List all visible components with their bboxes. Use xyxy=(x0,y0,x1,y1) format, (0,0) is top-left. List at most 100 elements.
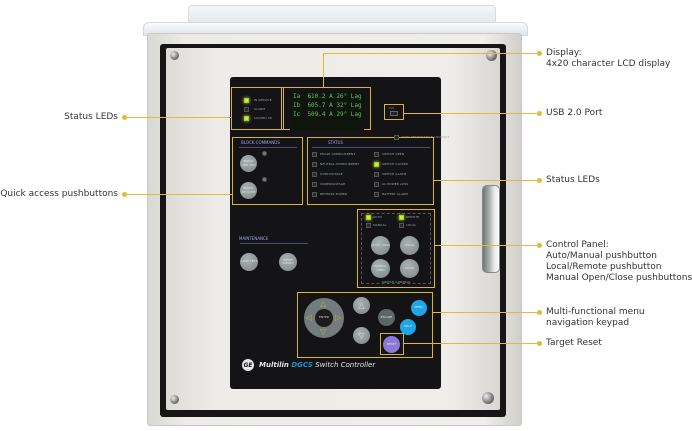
lamp-test-button[interactable]: LAMP TEST xyxy=(240,253,258,271)
pushbutton-led xyxy=(262,151,267,156)
button-label: BLOCK GND TRIP xyxy=(241,159,256,167)
callout-status-leds-left: Status LEDs xyxy=(64,112,118,122)
callout-dot xyxy=(122,192,127,197)
button-label: AUTO / MAN xyxy=(371,242,390,247)
status-led xyxy=(374,182,379,187)
callout-line xyxy=(323,53,324,88)
button-label: BLOCK RECLOSE xyxy=(241,186,256,194)
callout-line xyxy=(434,180,540,181)
status-led xyxy=(312,192,317,197)
lcd-row: Ib 605.7 A 32° Lag xyxy=(293,102,362,109)
right-arrow-button[interactable]: ▷ xyxy=(335,313,342,322)
callout-line-text: Auto/Manual pushbutton xyxy=(546,251,657,261)
callout-line xyxy=(404,343,540,344)
product-suffix: Switch Controller xyxy=(315,361,376,369)
remote-label: REMOTE xyxy=(406,215,420,219)
product-name: Multilin DGCS Switch Controller xyxy=(259,361,375,369)
callout-line xyxy=(433,312,540,313)
status-led-label: IN SERVICE xyxy=(254,98,272,102)
status-led-label: SWITCH ALARM xyxy=(382,172,407,176)
usb-port[interactable] xyxy=(390,111,398,116)
status-led xyxy=(374,192,379,197)
enter-button[interactable]: ENTER xyxy=(315,309,333,327)
block-commands-group: BLOCK COMMANDS BLOCK GND TRIP BLOCK RECL… xyxy=(232,137,303,205)
status-led xyxy=(394,135,399,140)
manual-close-button[interactable]: CLOSE xyxy=(400,259,419,278)
page-up-button[interactable]: △ xyxy=(353,297,370,314)
reset-target-button[interactable]: RESET TARGET xyxy=(279,253,297,271)
usb-label: USB xyxy=(388,106,395,110)
callout-line-text: navigation keypad xyxy=(546,318,630,328)
callout-line-text: Control Panel: xyxy=(546,240,609,250)
escape-button[interactable]: ESCAPE xyxy=(378,309,395,326)
status-led-label: AC POWER LOSS xyxy=(382,182,409,186)
status-led-label: LOCKED CK xyxy=(254,116,273,120)
left-arrow-button[interactable]: ◁ xyxy=(306,313,313,322)
status-led xyxy=(312,152,317,157)
product-model: DGCS xyxy=(291,361,313,369)
callout-status-leds-right: Status LEDs xyxy=(546,175,600,186)
local-remote-button[interactable]: LOCAL xyxy=(400,236,419,255)
local-label: LOCAL xyxy=(406,223,417,227)
block-reclose-button[interactable]: BLOCK RECLOSE xyxy=(240,182,257,199)
down-arrow-button[interactable]: ▽ xyxy=(320,327,327,336)
manual-open-button[interactable]: MANUAL OPEN xyxy=(371,259,390,278)
maintenance-title: MAINTENANCE xyxy=(239,236,269,241)
status-led-label: SWITCH CLOSED xyxy=(382,162,409,166)
screw-icon xyxy=(486,50,497,61)
callout-line-text: Local/Remote pushbutton xyxy=(546,262,662,272)
local-led xyxy=(399,223,404,228)
status-led xyxy=(244,107,249,112)
callout-line xyxy=(404,113,540,114)
menu-button[interactable]: MENU xyxy=(411,300,427,316)
help-button[interactable]: HELP xyxy=(400,319,416,335)
divider xyxy=(240,243,308,244)
divider xyxy=(239,147,297,148)
status-led-label: NEUTRAL OVERCURRENT xyxy=(320,162,360,166)
button-label: ▽ xyxy=(358,330,365,340)
switch-control-frame xyxy=(361,213,431,284)
auto-led xyxy=(366,215,371,220)
auto-label: AUTO xyxy=(373,215,382,219)
callout-keypad: Multi-functional menu navigation keypad xyxy=(546,307,645,329)
button-label: MANUAL OPEN xyxy=(374,264,387,272)
switch-control-title: SWITCH CONTROL xyxy=(382,280,411,284)
navigation-keypad-group: ENTER △ ▽ ◁ ▷ △ ▽ ESCAPE MENU HELP RESET xyxy=(297,292,433,358)
divider xyxy=(312,147,430,148)
status-led-label: SWITCH OPEN xyxy=(382,152,405,156)
status-led xyxy=(374,162,379,167)
door-handle[interactable] xyxy=(482,185,500,273)
up-arrow-button[interactable]: △ xyxy=(320,299,327,308)
callout-dot xyxy=(537,111,542,116)
button-label: RESET xyxy=(386,341,397,346)
status-led-label: ALARM xyxy=(254,107,266,111)
status-led xyxy=(244,116,249,121)
button-label: LOCAL xyxy=(404,242,415,247)
ge-logo: GE xyxy=(242,359,254,371)
button-label: RESET TARGET xyxy=(282,257,294,265)
lcd-row: Ic 509.4 A 29° Lag xyxy=(293,111,362,118)
status-led-label: REVERSE POWER xyxy=(320,192,348,196)
manual-label: MANUAL xyxy=(373,223,387,227)
button-label: ENTER xyxy=(319,315,329,320)
status-led-label: UNDERVOLTAGE xyxy=(320,182,346,186)
callout-usb: USB 2.0 Port xyxy=(546,108,602,119)
page-down-button[interactable]: ▽ xyxy=(353,327,370,344)
target-reset-button[interactable]: RESET xyxy=(383,336,400,353)
block-gnd-trip-button[interactable]: BLOCK GND TRIP xyxy=(240,155,257,172)
status-led xyxy=(312,162,317,167)
status-led xyxy=(312,172,317,177)
status-led-label: OVERVOLTAGE xyxy=(320,172,343,176)
callout-line-text: 4x20 character LCD display xyxy=(546,59,671,69)
callout-dot xyxy=(537,310,542,315)
callout-line-text: Multi-functional menu xyxy=(546,307,645,317)
status-group: STATUS AUTO RESTORATION LOCKOUT PHASE OV… xyxy=(307,135,449,205)
callout-display: Display: 4x20 character LCD display xyxy=(546,48,670,70)
button-label: △ xyxy=(358,300,365,310)
auto-manual-button[interactable]: AUTO / MAN xyxy=(371,236,390,255)
callout-dot xyxy=(537,178,542,183)
status-led-label: PHASE OVERCURRENT xyxy=(320,152,356,156)
lcd-display: Ia 610.2 A 26° Lag Ib 605.7 A 32° Lag Ic… xyxy=(290,92,364,130)
status-led-group: IN SERVICE ALARM LOCKED CK xyxy=(231,87,284,130)
status-led xyxy=(374,172,379,177)
